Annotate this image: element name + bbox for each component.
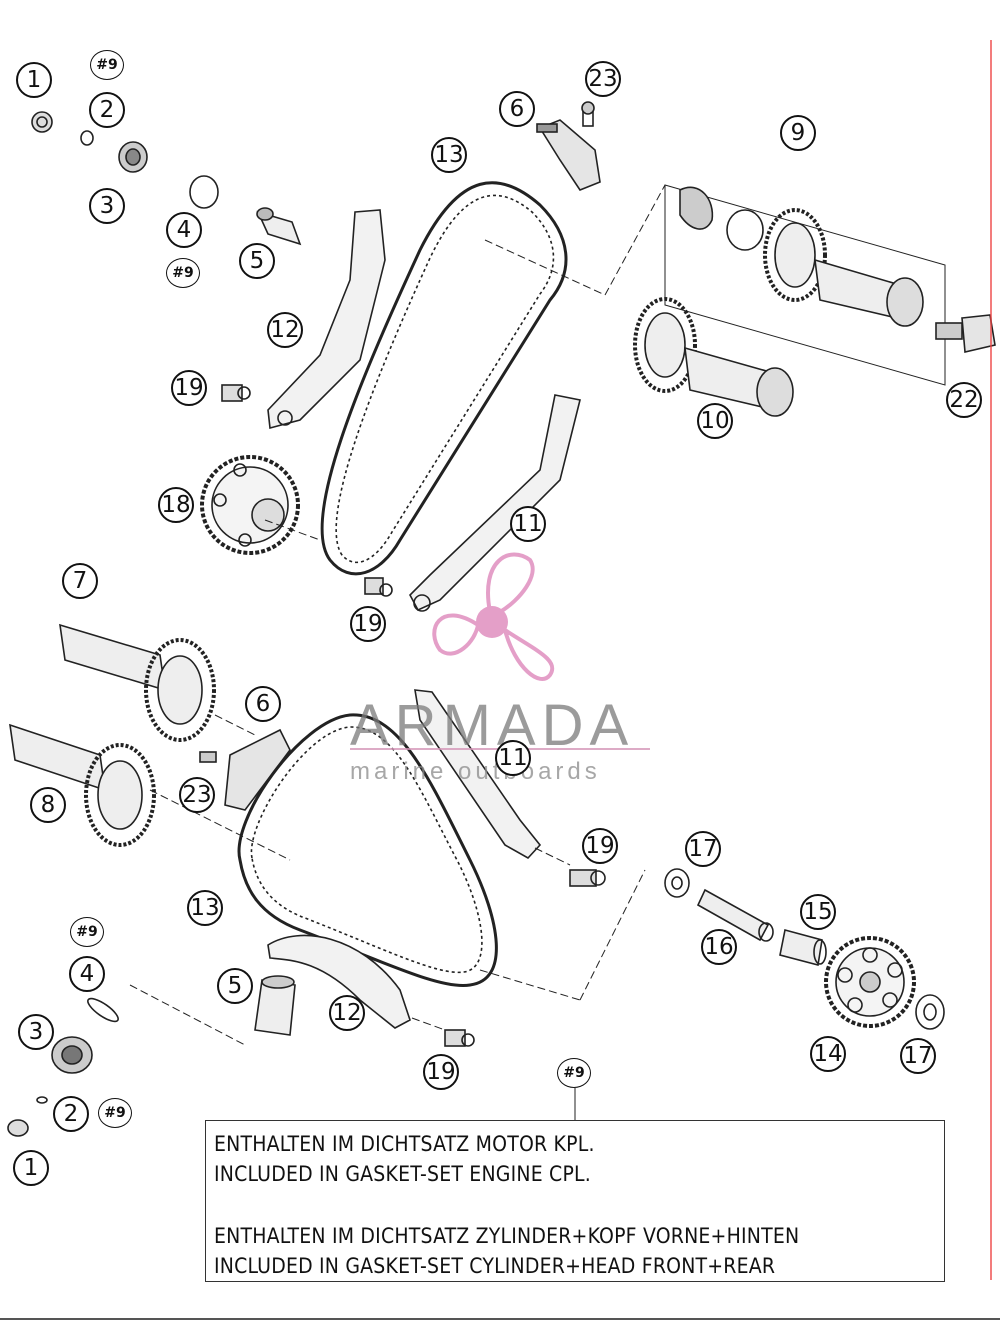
- callout-part-5: 5: [239, 243, 275, 279]
- callout-part-19: 19: [171, 370, 207, 406]
- washer-part-17-a: [664, 868, 690, 898]
- callout-gasket-ref: #9: [557, 1058, 591, 1088]
- bolt-part-19-top-a: [221, 384, 251, 402]
- callout-part-3: 3: [89, 188, 125, 224]
- callout-part-18: 18: [158, 487, 194, 523]
- gear-part-14: [824, 936, 916, 1028]
- note-line-en-engine: INCLUDED IN GASKET-SET ENGINE CPL.: [214, 1162, 591, 1186]
- note-line-de-engine: ENTHALTEN IM DICHTSATZ MOTOR KPL.: [214, 1132, 595, 1156]
- callout-part-12: 12: [267, 312, 303, 348]
- oring-part-2-bottom: [36, 1096, 48, 1104]
- shaft-part-16: [696, 888, 774, 942]
- camshaft-part-9: [664, 184, 946, 386]
- callout-gasket-ref: #9: [90, 50, 124, 80]
- page-border-bottom: [0, 1318, 1000, 1320]
- callout-part-2: 2: [89, 92, 125, 128]
- callout-part-8: 8: [30, 787, 66, 823]
- nut-part-1-bottom: [7, 1119, 29, 1137]
- plug-part-3-top: [118, 141, 148, 173]
- bolt-part-19-bottom-a: [569, 869, 606, 887]
- gear-part-18: [200, 455, 300, 555]
- washer-part-17-b: [915, 994, 945, 1030]
- sensor-part-22: [935, 314, 996, 353]
- callout-part-11: 11: [495, 740, 531, 776]
- oring-part-2-top: [80, 130, 94, 146]
- callout-part-23: 23: [179, 777, 215, 813]
- callout-part-4: 4: [166, 212, 202, 248]
- bolt-part-23-top: [581, 101, 595, 127]
- callout-part-14: 14: [810, 1036, 846, 1072]
- callout-part-17: 17: [900, 1038, 936, 1074]
- oring-part-4-top: [189, 175, 219, 209]
- oring-part-4-bottom: [87, 997, 119, 1023]
- chain-part-13-top: [320, 181, 568, 576]
- callout-part-9: 9: [780, 115, 816, 151]
- watermark-subtitle: marine outboards: [350, 758, 601, 785]
- bolt-part-19-bottom-b: [444, 1029, 475, 1047]
- callout-part-16: 16: [701, 929, 737, 965]
- camshaft-part-8: [9, 723, 156, 847]
- watermark-propeller-logo: [432, 552, 555, 681]
- callout-part-13: 13: [431, 137, 467, 173]
- leader-lines-top: [264, 184, 666, 541]
- callout-part-12: 12: [329, 995, 365, 1031]
- callout-gasket-ref: #9: [98, 1098, 132, 1128]
- callout-part-6: 6: [245, 686, 281, 722]
- callout-part-6: 6: [499, 91, 535, 127]
- callout-gasket-ref: #9: [70, 917, 104, 947]
- guide-part-12-bottom: [267, 934, 411, 1029]
- camshaft-part-7: [59, 623, 216, 742]
- callout-part-15: 15: [800, 894, 836, 930]
- callout-part-19: 19: [582, 828, 618, 864]
- callout-part-5: 5: [217, 968, 253, 1004]
- tensioner-part-5-bottom: [254, 975, 296, 1036]
- note-line-de-cylinder: ENTHALTEN IM DICHTSATZ ZYLINDER+KOPF VOR…: [214, 1224, 800, 1248]
- callout-part-17: 17: [685, 831, 721, 867]
- callout-part-1: 1: [13, 1150, 49, 1186]
- chain-part-13-bottom: [237, 713, 498, 988]
- bushing-part-15: [779, 929, 827, 966]
- nut-part-1-top: [31, 111, 53, 133]
- callout-part-19: 19: [423, 1054, 459, 1090]
- rail-part-11-bottom: [414, 689, 542, 860]
- watermark-title: ARMADA: [350, 693, 635, 758]
- sensor-part-6-top: [536, 119, 601, 191]
- tensioner-part-5-top: [256, 207, 302, 246]
- callout-part-10: 10: [697, 403, 733, 439]
- callout-part-2: 2: [53, 1096, 89, 1132]
- page-border-right: [990, 40, 992, 1280]
- callout-part-23: 23: [585, 61, 621, 97]
- callout-part-4: 4: [69, 956, 105, 992]
- callout-part-19: 19: [350, 606, 386, 642]
- gasket-note-box: ENTHALTEN IM DICHTSATZ MOTOR KPL. INCLUD…: [205, 1120, 945, 1282]
- callout-part-7: 7: [62, 563, 98, 599]
- callout-part-11: 11: [510, 506, 546, 542]
- callout-part-22: 22: [946, 382, 982, 418]
- callout-part-3: 3: [18, 1014, 54, 1050]
- callout-part-1: 1: [16, 62, 52, 98]
- note-line-en-cylinder: INCLUDED IN GASKET-SET CYLINDER+HEAD FRO…: [214, 1254, 776, 1278]
- rail-part-11-top: [409, 394, 581, 612]
- bolt-part-23-bottom: [199, 751, 217, 763]
- callout-part-13: 13: [187, 890, 223, 926]
- callout-gasket-ref: #9: [166, 258, 200, 288]
- camshaft-part-10: [633, 297, 794, 417]
- guide-part-12-top: [267, 209, 386, 430]
- leader-lines-bottom: [129, 714, 646, 1046]
- bolt-part-19-top-b: [364, 577, 393, 597]
- plug-part-3-bottom: [51, 1036, 93, 1074]
